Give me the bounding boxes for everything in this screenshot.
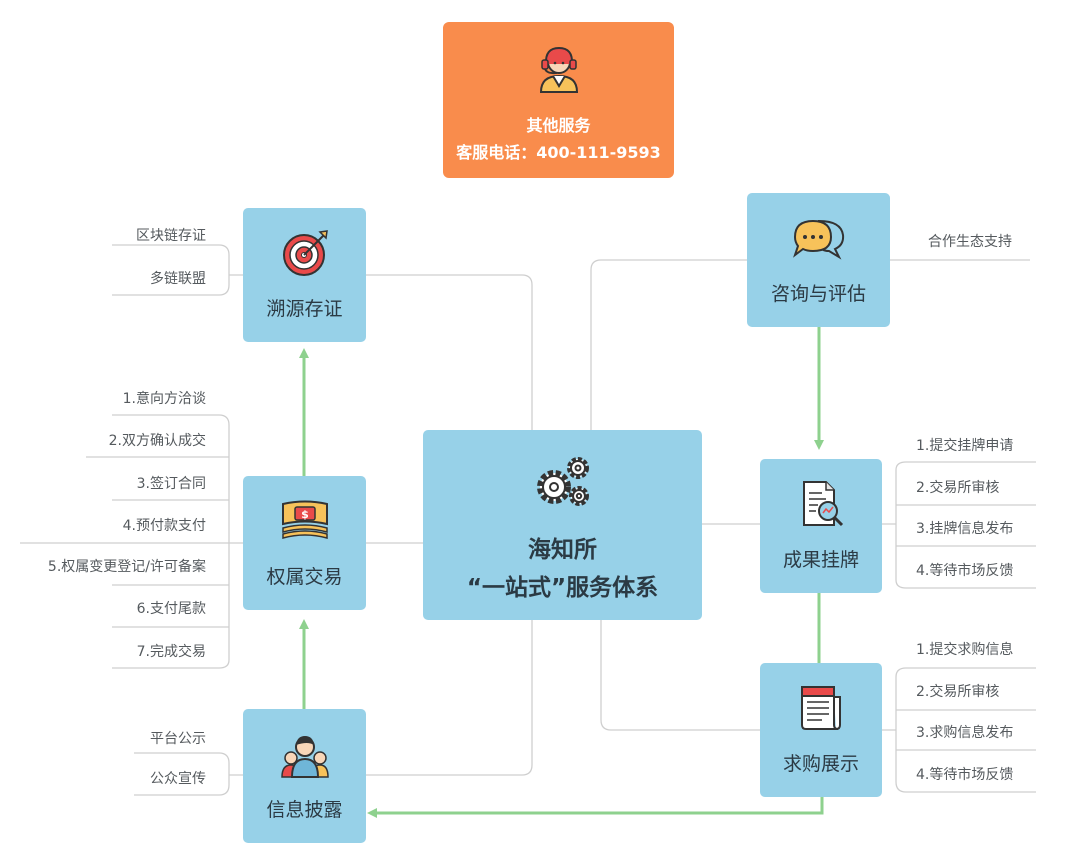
money-icon: $ [281,500,328,539]
leaf-demand-1: 1.提交求购信息 [916,642,1014,658]
node-trade-label: 权属交易 [266,566,343,588]
node-trace: 溯源存证 [243,208,366,342]
node-disclose: 信息披露 [243,709,366,843]
leaf-trade-4: 4.预付款支付 [122,518,206,534]
leaf-trade-3: 3.签订合同 [136,476,206,492]
node-consult-label: 咨询与评估 [770,283,866,305]
other-services-title: 其他服务 [526,116,591,135]
chat-icon [792,219,844,260]
newspaper-icon [801,686,841,730]
node-listing-label: 成果挂牌 [782,549,859,571]
leaf-trace-2: 多链联盟 [150,271,206,287]
leaf-demand-4: 4.等待市场反馈 [916,767,1014,783]
center-subtitle: “一站式”服务体系 [466,575,659,601]
target-icon [282,230,328,276]
people-icon [280,736,329,778]
svg-text:$: $ [301,508,309,521]
leaf-trace-1: 区块链存证 [136,228,206,244]
flow-arrow-demand-disclose [367,797,824,818]
other-services-box: 其他服务 客服电话：400-111-9593 [443,22,674,178]
node-disclose-label: 信息披露 [266,799,343,821]
leaf-listing-2: 2.交易所审核 [916,480,1000,496]
center-service-system: 海知所 “一站式”服务体系 [423,430,702,620]
gears-icon [536,457,589,506]
leaf-line-trace [112,244,243,296]
leaf-trade-2: 2.双方确认成交 [108,433,206,449]
node-demand: 求购展示 [760,663,882,797]
leaf-demand-3: 3.求购信息发布 [916,725,1014,741]
leaf-line-disclose [134,752,243,796]
node-trace-label: 溯源存证 [266,298,343,320]
leaf-listing-1: 1.提交挂牌申请 [916,438,1014,454]
leaf-trade-5: 5.权属变更登记/许可备案 [47,559,206,575]
customer-service-icon [539,46,578,93]
leaf-listing-4: 4.等待市场反馈 [916,563,1014,579]
leaf-demand-2: 2.交易所审核 [916,684,1000,700]
report-icon [803,481,844,527]
node-consult: 咨询与评估 [747,193,890,327]
node-listing: 成果挂牌 [760,459,882,593]
leaf-disclose-1: 平台公示 [150,731,206,747]
center-title: 海知所 [528,537,597,563]
connector-center-demand [600,620,760,731]
leaf-line-listing [882,461,1036,589]
leaf-line-demand [882,667,1036,793]
leaf-trade-1: 1.意向方洽谈 [122,391,206,407]
customer-phone: 客服电话：400-111-9593 [456,143,661,162]
node-demand-label: 求购展示 [782,753,859,775]
leaf-consult-1: 合作生态支持 [928,234,1012,250]
connector-center-disclose [366,620,533,776]
leaf-listing-3: 3.挂牌信息发布 [916,521,1014,537]
connector-center-trace [366,274,533,430]
leaf-disclose-2: 公众宣传 [150,771,206,787]
leaf-line-trade [20,414,243,669]
node-trade: $ 权属交易 [243,476,366,610]
connector-center-consult [590,259,747,430]
leaf-trade-7: 7.完成交易 [136,644,206,660]
leaf-trade-6: 6.支付尾款 [136,601,206,617]
